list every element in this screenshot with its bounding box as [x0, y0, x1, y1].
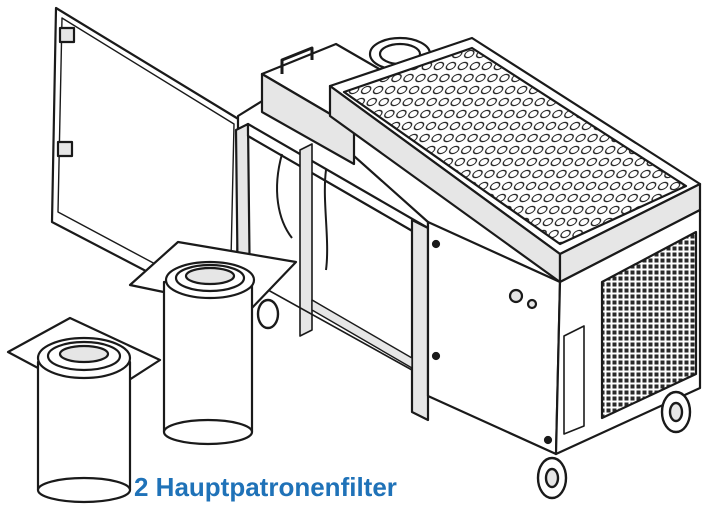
cartridge-filter-icon-2 [6, 316, 162, 504]
filter-grid-top [328, 36, 702, 284]
right-side-panel [554, 208, 702, 456]
cartridge-filter-icon [128, 240, 298, 446]
castor-wheels [256, 298, 692, 500]
vent-grille [600, 230, 698, 420]
door-hinge-bottom [56, 140, 74, 158]
switch-knob [508, 288, 524, 304]
figure-caption: 2 Hauptpatronenfilter [134, 472, 397, 502]
door-hinge-top [58, 26, 76, 44]
